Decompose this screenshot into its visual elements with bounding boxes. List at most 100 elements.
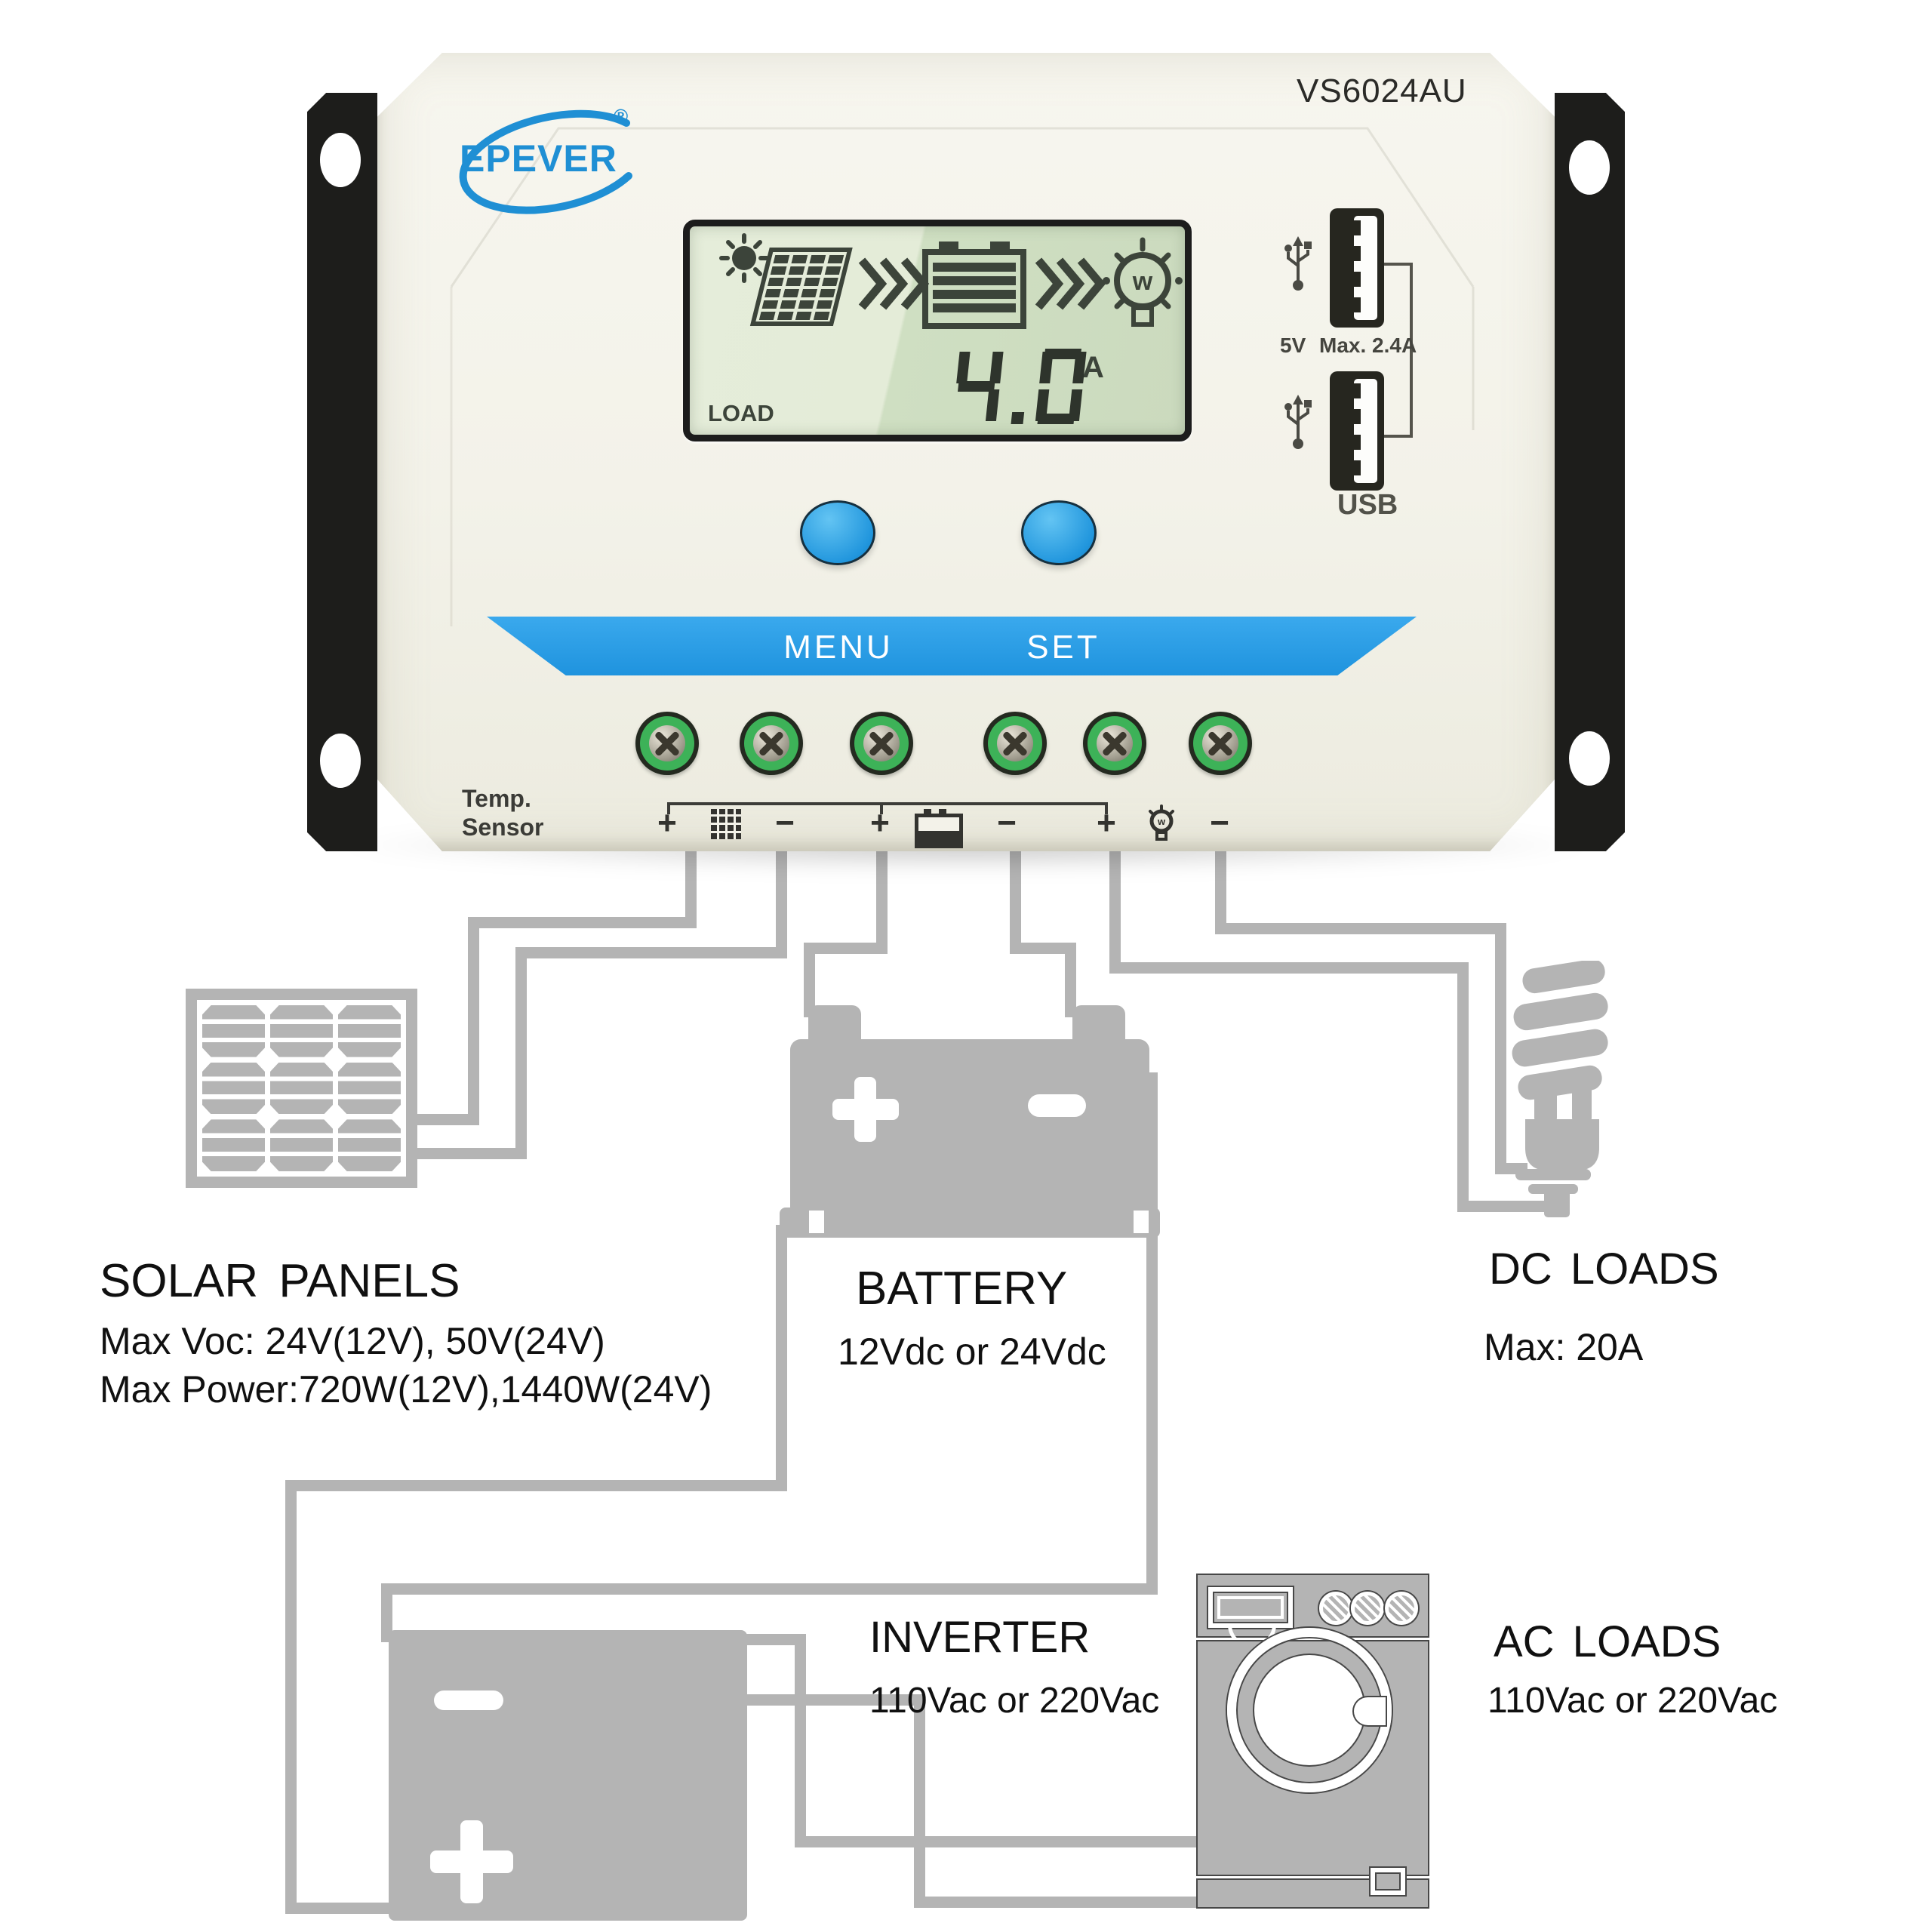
epever-logo: EPEVER ® [459, 105, 632, 214]
bat-minus-label: − [997, 804, 1017, 841]
usb-icon [1284, 236, 1312, 291]
pv-cell [202, 1119, 265, 1171]
wire-battery-negative [1009, 942, 1076, 954]
minus-icon [434, 1690, 503, 1710]
wire-pv-negative [411, 1147, 527, 1159]
washer-door-handle [1354, 1697, 1386, 1725]
load-plus-label: + [1097, 804, 1116, 841]
logo-swoosh-icon [459, 109, 632, 214]
mounting-hole [320, 734, 361, 788]
menu-label: MENU [783, 629, 894, 666]
pv-cell [338, 1005, 401, 1057]
mounting-bracket-left [307, 93, 377, 851]
temp-line2: Sensor [462, 813, 544, 841]
wire-load-negative [1494, 922, 1506, 1174]
wire-inverter-to-acload-1 [794, 1835, 1210, 1847]
flow-arrows-icon [858, 257, 930, 310]
solar-panels-title: SOLAR PANELS [100, 1255, 460, 1307]
lamp-icon: w [1149, 804, 1174, 841]
menu-button[interactable] [800, 500, 875, 565]
terminal-load-plus [1083, 712, 1146, 775]
usb-voltage-label: 5V [1280, 334, 1306, 357]
wire-inverter-to-acload-2 [913, 1896, 1210, 1908]
wire-pv-negative [515, 946, 527, 1159]
load-minus-label: − [1210, 804, 1229, 841]
usb-current-label: Max. 2.4A [1319, 334, 1417, 357]
wire-battery-to-inverter-negative [380, 1583, 392, 1642]
wire-battery-negative [1009, 838, 1021, 954]
wire-pv-negative [775, 838, 787, 958]
temp-line1: Temp. [462, 785, 531, 812]
wire-battery-negative [1064, 942, 1076, 1017]
bat-plus-label: + [870, 804, 890, 841]
washer-knob [1385, 1592, 1418, 1625]
washer-filter-door [1371, 1868, 1405, 1895]
terminal-guide-line [667, 802, 1108, 805]
inverter-icon [389, 1630, 747, 1921]
pv-cell [202, 1062, 265, 1115]
mounting-hole [1569, 731, 1610, 786]
wire-load-positive [1109, 838, 1121, 974]
mounting-hole [1569, 140, 1610, 195]
terminal-pv-minus [740, 712, 803, 775]
set-label: SET [1026, 629, 1100, 666]
pv-cell [202, 1005, 265, 1057]
pv-cell [338, 1062, 401, 1115]
terminal-bat-minus [983, 712, 1047, 775]
wire-battery-positive [803, 942, 815, 1017]
battery-icon [915, 809, 963, 848]
ac-loads-title: AC LOADS [1494, 1617, 1721, 1666]
battery-feet [780, 1208, 1160, 1238]
usb-icon [1284, 395, 1312, 449]
wire-inverter-to-acload-1 [735, 1633, 806, 1645]
solar-panel-icon [711, 809, 741, 839]
wire-battery-to-inverter-negative [380, 1583, 1158, 1595]
dc-loads-title: DC LOADS [1489, 1244, 1719, 1294]
battery-foot-slot [809, 1211, 824, 1233]
wire-inverter-to-acload-2 [735, 1694, 925, 1706]
pv-cell [338, 1119, 401, 1171]
washing-machine-icon [1198, 1575, 1428, 1907]
wire-battery-to-inverter-positive [285, 1479, 297, 1914]
lamp-icon: w [1103, 237, 1183, 327]
terminal-load-minus [1189, 712, 1252, 775]
usb-bracket-line [1384, 435, 1413, 438]
battery-body [790, 1039, 1149, 1228]
wire-inverter-to-acload-1 [794, 1633, 806, 1847]
washer-display [1208, 1587, 1293, 1628]
pv-plus-label: + [657, 804, 677, 841]
wire-pv-positive [467, 916, 479, 1125]
pv-cell [270, 1005, 333, 1057]
battery-icon [922, 242, 1026, 329]
terminal-guide-tick [880, 802, 883, 814]
load-label: LOAD [708, 400, 774, 426]
wire-battery-to-inverter-positive [775, 1224, 787, 1491]
inverter-title: INVERTER [869, 1613, 1091, 1662]
dc-loads-spec: Max: 20A [1484, 1326, 1644, 1368]
button-label-bar: MENU SET [487, 617, 1417, 675]
pv-minus-label: − [775, 804, 795, 841]
terminal-guide-tick [667, 802, 670, 814]
wire-battery-to-inverter-positive [285, 1902, 398, 1914]
set-button[interactable] [1021, 500, 1097, 565]
battery-foot-slot [1134, 1211, 1149, 1233]
lcd-screen: w LOAD A [683, 220, 1192, 441]
flow-arrows-icon [1035, 257, 1106, 310]
registered-icon: ® [614, 105, 628, 128]
washer-door-glass [1254, 1655, 1364, 1765]
washer-separator [1198, 1876, 1428, 1880]
battery-title: BATTERY [856, 1263, 1068, 1315]
solar-panel-icon [749, 248, 853, 326]
terminal-pv-plus [635, 712, 699, 775]
terminal-guide-tick [1105, 802, 1108, 814]
usb-port-2 [1330, 371, 1384, 491]
wire-battery-positive [875, 838, 888, 954]
wire-inverter-to-acload-2 [913, 1694, 925, 1908]
usb-bracket-line [1384, 263, 1413, 266]
mounting-hole [320, 133, 361, 187]
washer-knob [1351, 1592, 1384, 1625]
usb-port-1 [1330, 208, 1384, 328]
wire-load-positive [1457, 961, 1469, 1212]
battery-icon [780, 1005, 1160, 1238]
